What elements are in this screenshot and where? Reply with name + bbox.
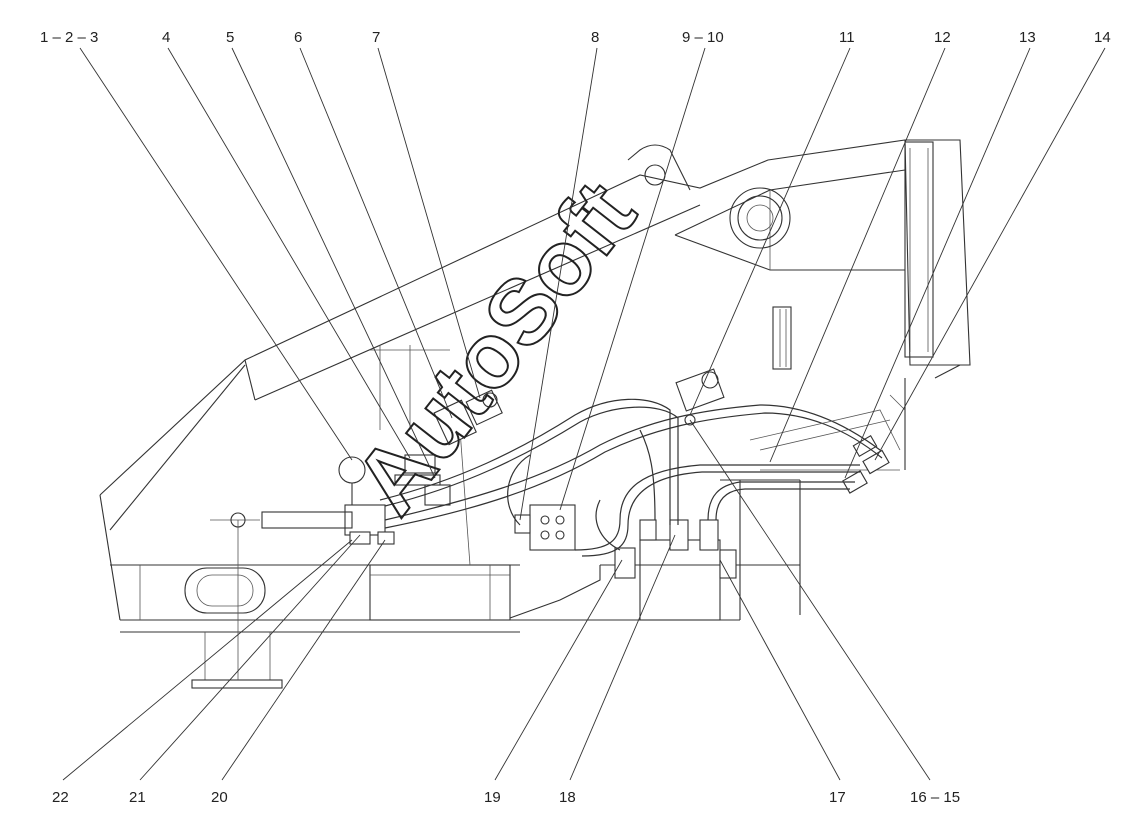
callout-13: 13 — [1019, 29, 1036, 46]
callout-17: 17 — [829, 789, 846, 806]
frame-structure — [99, 139, 971, 689]
callout-labels-top: 1 – 2 – 3 4 5 6 7 8 9 – 10 11 12 13 14 — [40, 29, 1111, 46]
callout-22: 22 — [52, 789, 69, 806]
callout-18: 18 — [559, 789, 576, 806]
callout-7: 7 — [372, 29, 380, 46]
callout-12: 12 — [934, 29, 951, 46]
callout-19: 19 — [484, 789, 501, 806]
callout-11: 11 — [839, 29, 855, 46]
callout-21: 21 — [129, 789, 146, 806]
callout-9-10: 9 – 10 — [682, 29, 724, 46]
callout-14: 14 — [1094, 29, 1111, 46]
callout-4: 4 — [162, 29, 170, 46]
callout-labels-bottom: 22 21 20 19 18 17 16 – 15 — [52, 789, 960, 806]
callout-6: 6 — [294, 29, 302, 46]
leader-lines — [62, 47, 1106, 781]
watermark-text: AutoSoft — [335, 164, 654, 533]
callout-1-2-3: 1 – 2 – 3 — [40, 29, 98, 46]
callout-20: 20 — [211, 789, 228, 806]
components — [210, 368, 890, 579]
callout-8: 8 — [591, 29, 599, 46]
callout-16-15: 16 – 15 — [910, 789, 960, 806]
hose-lines — [379, 398, 901, 557]
callout-5: 5 — [226, 29, 234, 46]
